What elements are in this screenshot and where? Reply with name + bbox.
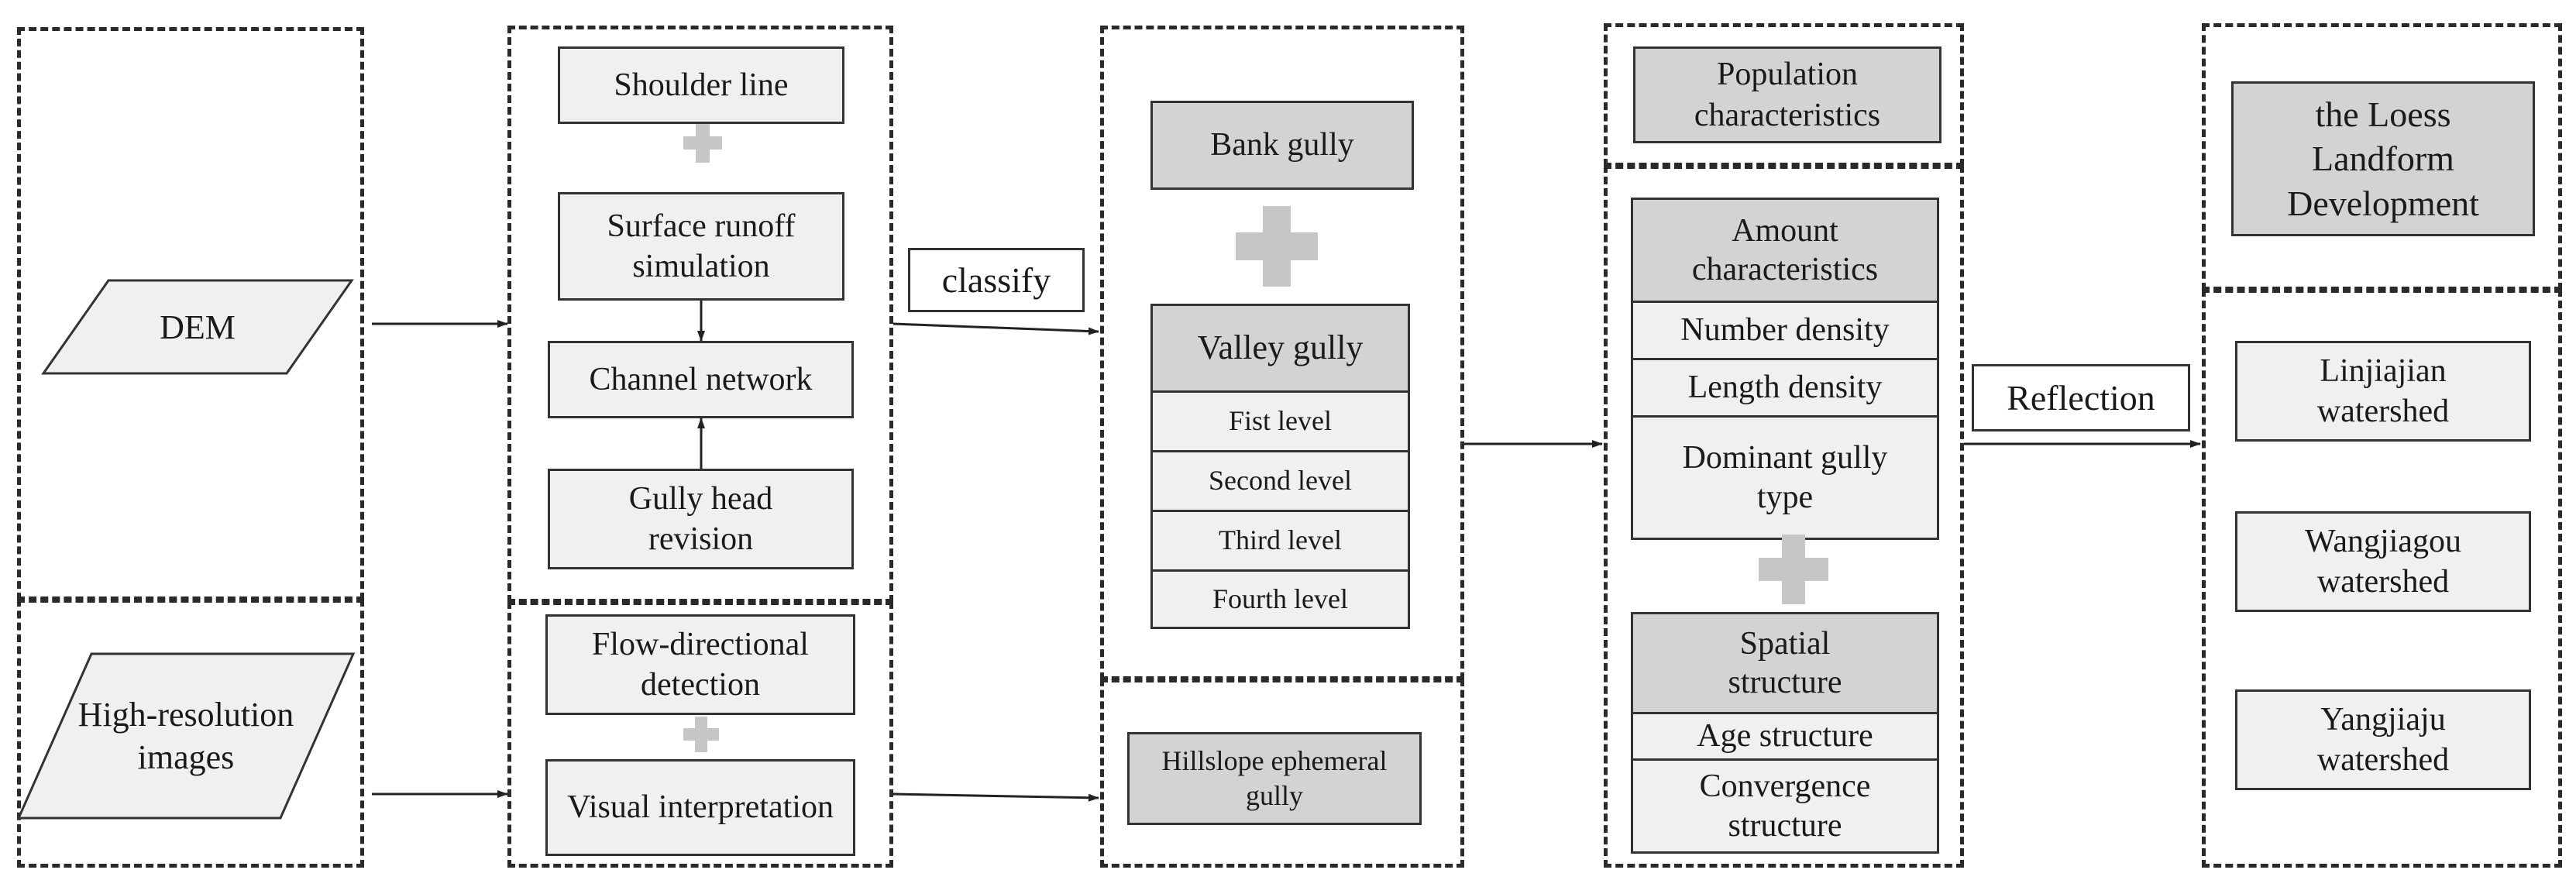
- population-panel: [1604, 23, 1964, 167]
- dem-input-shape: DEM: [39, 277, 356, 376]
- age-structure: Age structure: [1633, 712, 1937, 758]
- visual-interpretation-box: Visual interpretation: [545, 759, 855, 856]
- loess-development-box: the Loess Landform Development: [2231, 81, 2535, 236]
- length-density: Length density: [1633, 358, 1937, 415]
- number-density: Number density: [1633, 301, 1937, 358]
- dem-label: DEM: [160, 308, 236, 346]
- gully-head-box: Gully head revision: [548, 469, 854, 569]
- convergence-structure: Convergence structure: [1633, 758, 1937, 851]
- images-label: High-resolution images: [77, 696, 294, 776]
- wangjiagou-box: Wangjiagou watershed: [2235, 511, 2531, 612]
- spatial-header: Spatial structure: [1633, 614, 1937, 712]
- amount-header: Amount characteristics: [1633, 200, 1937, 301]
- characteristics-panel: [1604, 165, 1964, 868]
- population-box: Population characteristics: [1633, 46, 1941, 143]
- reflection-label: Reflection: [1972, 364, 2190, 431]
- spatial-stack: Spatial structure Age structure Converge…: [1631, 612, 1939, 854]
- classify-label: classify: [908, 248, 1085, 312]
- channel-network-box: Channel network: [548, 341, 854, 418]
- arrow-visual-to-hillslope: [892, 792, 1099, 802]
- dem-panel: [17, 27, 364, 600]
- level-4: Fourth level: [1153, 569, 1408, 627]
- linjiajian-box: Linjiajian watershed: [2235, 341, 2531, 442]
- shoulder-line-box: Shoulder line: [558, 46, 844, 124]
- hillslope-panel: [1100, 679, 1464, 868]
- level-3: Third level: [1153, 510, 1408, 569]
- surface-runoff-box: Surface runoff simulation: [558, 192, 844, 301]
- flow-detection-box: Flow-directional detection: [545, 614, 855, 715]
- hillslope-box: Hillslope ephemeral gully: [1127, 732, 1422, 825]
- valley-gully-header: Valley gully: [1153, 306, 1408, 390]
- images-panel: [17, 599, 364, 868]
- loess-panel: [2202, 23, 2562, 291]
- dominant-gully-type: Dominant gully type: [1633, 415, 1937, 538]
- level-2: Second level: [1153, 450, 1408, 510]
- extraction-dem-panel: [507, 26, 893, 603]
- classification-panel: [1100, 26, 1464, 680]
- extraction-image-panel: [507, 601, 893, 868]
- level-1: Fist level: [1153, 390, 1408, 450]
- valley-gully-stack: Valley gully Fist level Second level Thi…: [1150, 304, 1410, 629]
- arrow-extraction-to-classification: [892, 322, 1099, 335]
- amount-stack: Amount characteristics Number density Le…: [1631, 198, 1939, 540]
- watersheds-panel: [2202, 289, 2562, 868]
- images-input-shape: High-resolution images: [15, 651, 356, 821]
- yangjiaju-box: Yangjiaju watershed: [2235, 689, 2531, 790]
- bank-gully-box: Bank gully: [1150, 101, 1414, 190]
